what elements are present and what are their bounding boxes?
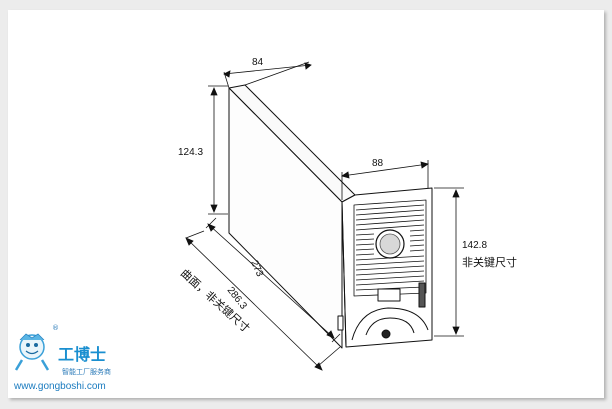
mascot-logo [14,333,50,371]
front-grille [353,199,427,297]
dim-left-height: 124.3 [178,147,203,158]
front-arch [351,307,429,341]
watermark-url: www.gongboshi.com [13,381,106,392]
front-port [381,329,391,339]
dim-front-width: 88 [372,158,384,169]
side-slot [418,282,426,308]
watermark: 工博士 ® 智能工厂服务商 www.gongboshi.com [13,324,111,392]
dim-top-width: 84 [252,57,264,68]
logo-text: 工博士 [58,345,106,364]
logo-subtitle: 智能工厂服务商 [62,367,111,376]
display-panel [377,288,401,302]
dim-front-height: 142.8 [462,240,487,251]
registered-mark: ® [52,324,59,332]
dim-front-height-note: 非关键尺寸 [462,255,517,269]
device-side-face [228,87,343,349]
device-front-face [341,187,433,348]
